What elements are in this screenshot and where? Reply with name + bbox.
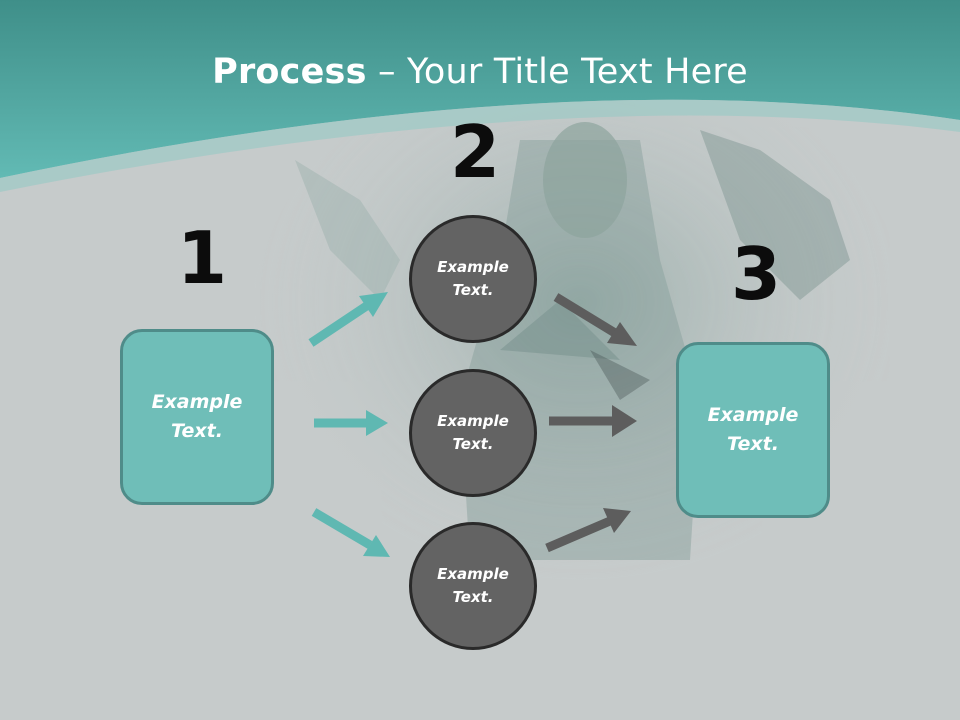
header-arc-stripe [0, 99, 960, 192]
circle-bottom: Example Text. [409, 522, 537, 650]
circle-middle-label: Example Text. [437, 412, 509, 453]
step-number-2: 2 [450, 110, 501, 194]
step-number-3: 3 [731, 232, 782, 316]
left-step-box: Example Text. [120, 329, 274, 505]
circle-top: Example Text. [409, 215, 537, 343]
circle-bottom-label: Example Text. [437, 565, 509, 606]
title-rest-part: – Your Title Text Here [366, 52, 748, 92]
circle-top-label: Example Text. [437, 258, 509, 299]
circle-middle: Example Text. [409, 369, 537, 497]
step-number-1: 1 [177, 216, 228, 300]
left-step-box-label: Example Text. [151, 391, 243, 442]
slide-title: Process – Your Title Text Here [0, 52, 960, 92]
title-bold-part: Process [212, 52, 367, 92]
right-step-box: Example Text. [676, 342, 830, 518]
right-step-box-label: Example Text. [707, 404, 799, 455]
header-band [0, 0, 960, 178]
